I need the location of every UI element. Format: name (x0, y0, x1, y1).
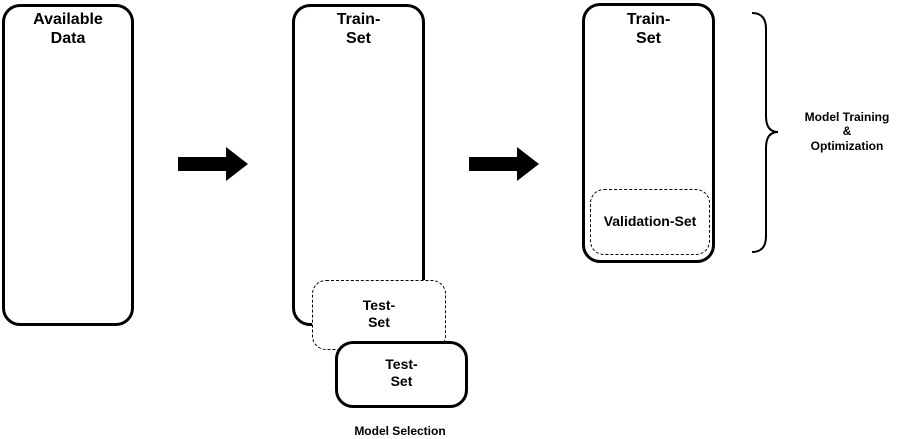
test-set-split-label: Test- Set (362, 297, 396, 330)
available-data-box (2, 4, 134, 326)
train-set-training-label: Train- Set (626, 11, 671, 48)
test-set-final-label: Test- Set (385, 356, 418, 389)
train-set-label: Train- Set (336, 11, 381, 48)
arrow-right-icon (469, 147, 539, 181)
train-set-box (292, 4, 425, 326)
test-set-final-box (335, 341, 468, 408)
available-data-label: Available Data (33, 11, 103, 48)
model-selection-label: Model Selection (354, 424, 446, 438)
test-set-split-box (312, 280, 446, 350)
validation-set-box (590, 189, 710, 255)
validation-set-label: Validation-Set (603, 213, 697, 229)
curly-brace-icon (751, 12, 779, 253)
model-training-label: Model Training & Optimization (804, 110, 890, 153)
arrow-right-icon (178, 147, 248, 181)
